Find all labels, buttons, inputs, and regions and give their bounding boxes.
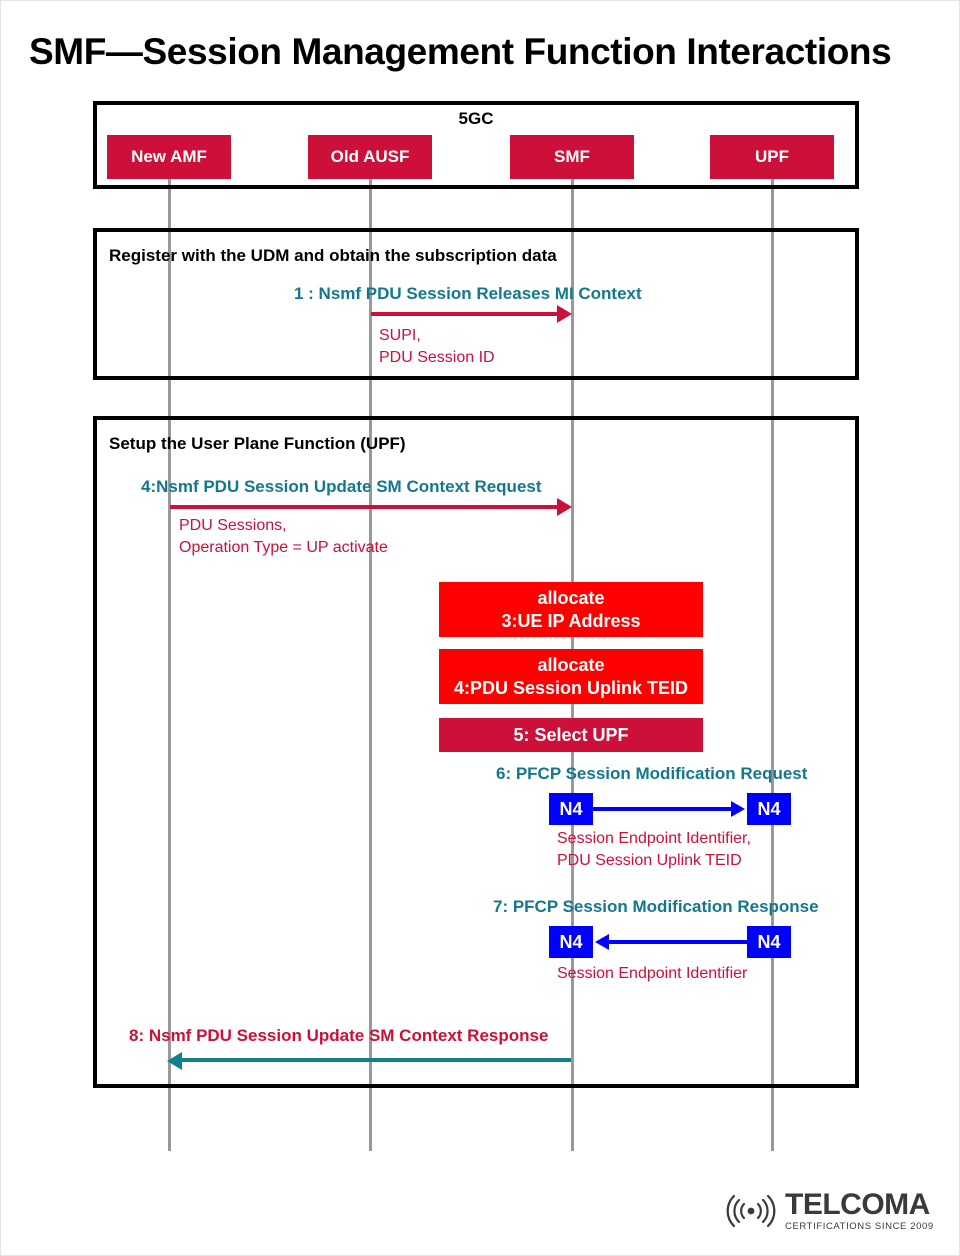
message-label-1: 1 : Nsmf PDU Session Releases MI Context (294, 284, 642, 303)
gc-group-label: 5GC (458, 109, 494, 128)
n4-interface-box-upf-6: N4 (747, 793, 791, 825)
action-box-allocate-ue-ip: allocate 3:UE IP Address (439, 582, 703, 637)
message-params-7: Session Endpoint Identifier (557, 965, 748, 982)
message-label-6: 6: PFCP Session Modification Request (496, 764, 808, 783)
lifeline-upf (771, 179, 774, 1151)
logo-name: TELCOMA (785, 1188, 930, 1221)
message-arrow-6-head-icon (731, 801, 745, 817)
interaction-block-1 (93, 228, 859, 380)
message-arrow-7-head-icon (595, 934, 609, 950)
actor-label: Old AUSF (330, 147, 410, 166)
block-1-title: Register with the UDM and obtain the sub… (109, 246, 557, 265)
actor-label: SMF (554, 147, 590, 166)
n4-label: N4 (757, 798, 781, 819)
actor-smf[interactable]: SMF (510, 135, 634, 179)
actor-label: UPF (755, 147, 789, 166)
gc-frame (93, 101, 859, 189)
message-arrow-6 (593, 807, 733, 811)
n4-label: N4 (559, 798, 583, 819)
n4-interface-box-smf-7: N4 (549, 926, 593, 958)
message-arrow-8 (179, 1058, 571, 1062)
message-arrow-7 (607, 940, 747, 944)
message-arrow-4 (170, 505, 559, 509)
action-line-1: allocate (537, 587, 605, 608)
action-line-2: 3:UE IP Address (501, 610, 641, 631)
interaction-block-2 (93, 416, 859, 1088)
action-line-2: 4:PDU Session Uplink TEID (453, 677, 689, 698)
telcoma-logo: TELCOMA CERTIFICATIONS SINCE 2009 (723, 1190, 934, 1232)
actor-old-ausf[interactable]: Old AUSF (308, 135, 432, 179)
action-line-2: 5: Select UPF (513, 724, 629, 745)
lifeline-new-amf (168, 179, 171, 1151)
message-params-6: Session Endpoint Identifier, PDU Session… (557, 830, 751, 869)
message-params-1: SUPI, PDU Session ID (379, 327, 495, 366)
action-box-allocate-uplink-teid: allocate 4:PDU Session Uplink TEID (439, 649, 703, 704)
n4-interface-box-smf-6: N4 (549, 793, 593, 825)
n4-label: N4 (559, 931, 583, 952)
page-title: SMF—Session Management Function Interact… (29, 31, 892, 72)
message-params-4: PDU Sessions, Operation Type = UP activa… (179, 517, 388, 556)
actor-label: New AMF (131, 147, 207, 166)
lifeline-old-ausf (369, 179, 372, 1151)
action-box-select-upf: 5: Select UPF (439, 718, 703, 752)
message-label-4: 4:Nsmf PDU Session Update SM Context Req… (141, 477, 542, 496)
action-line-1: allocate (537, 654, 605, 675)
actor-new-amf[interactable]: New AMF (107, 135, 231, 179)
radio-wave-icon (726, 1194, 776, 1227)
message-arrow-1 (371, 312, 559, 316)
n4-interface-box-upf-7: N4 (747, 926, 791, 958)
actor-upf[interactable]: UPF (710, 135, 834, 179)
n4-label: N4 (757, 931, 781, 952)
message-arrow-8-head-icon (167, 1052, 182, 1070)
message-label-8: 8: Nsmf PDU Session Update SM Context Re… (129, 1026, 549, 1045)
message-arrow-1-head-icon (557, 305, 572, 323)
message-label-7: 7: PFCP Session Modification Response (493, 897, 819, 916)
logo-tagline: CERTIFICATIONS SINCE 2009 (785, 1221, 934, 1232)
block-2-title: Setup the User Plane Function (UPF) (109, 434, 406, 453)
message-arrow-4-head-icon (557, 498, 572, 516)
